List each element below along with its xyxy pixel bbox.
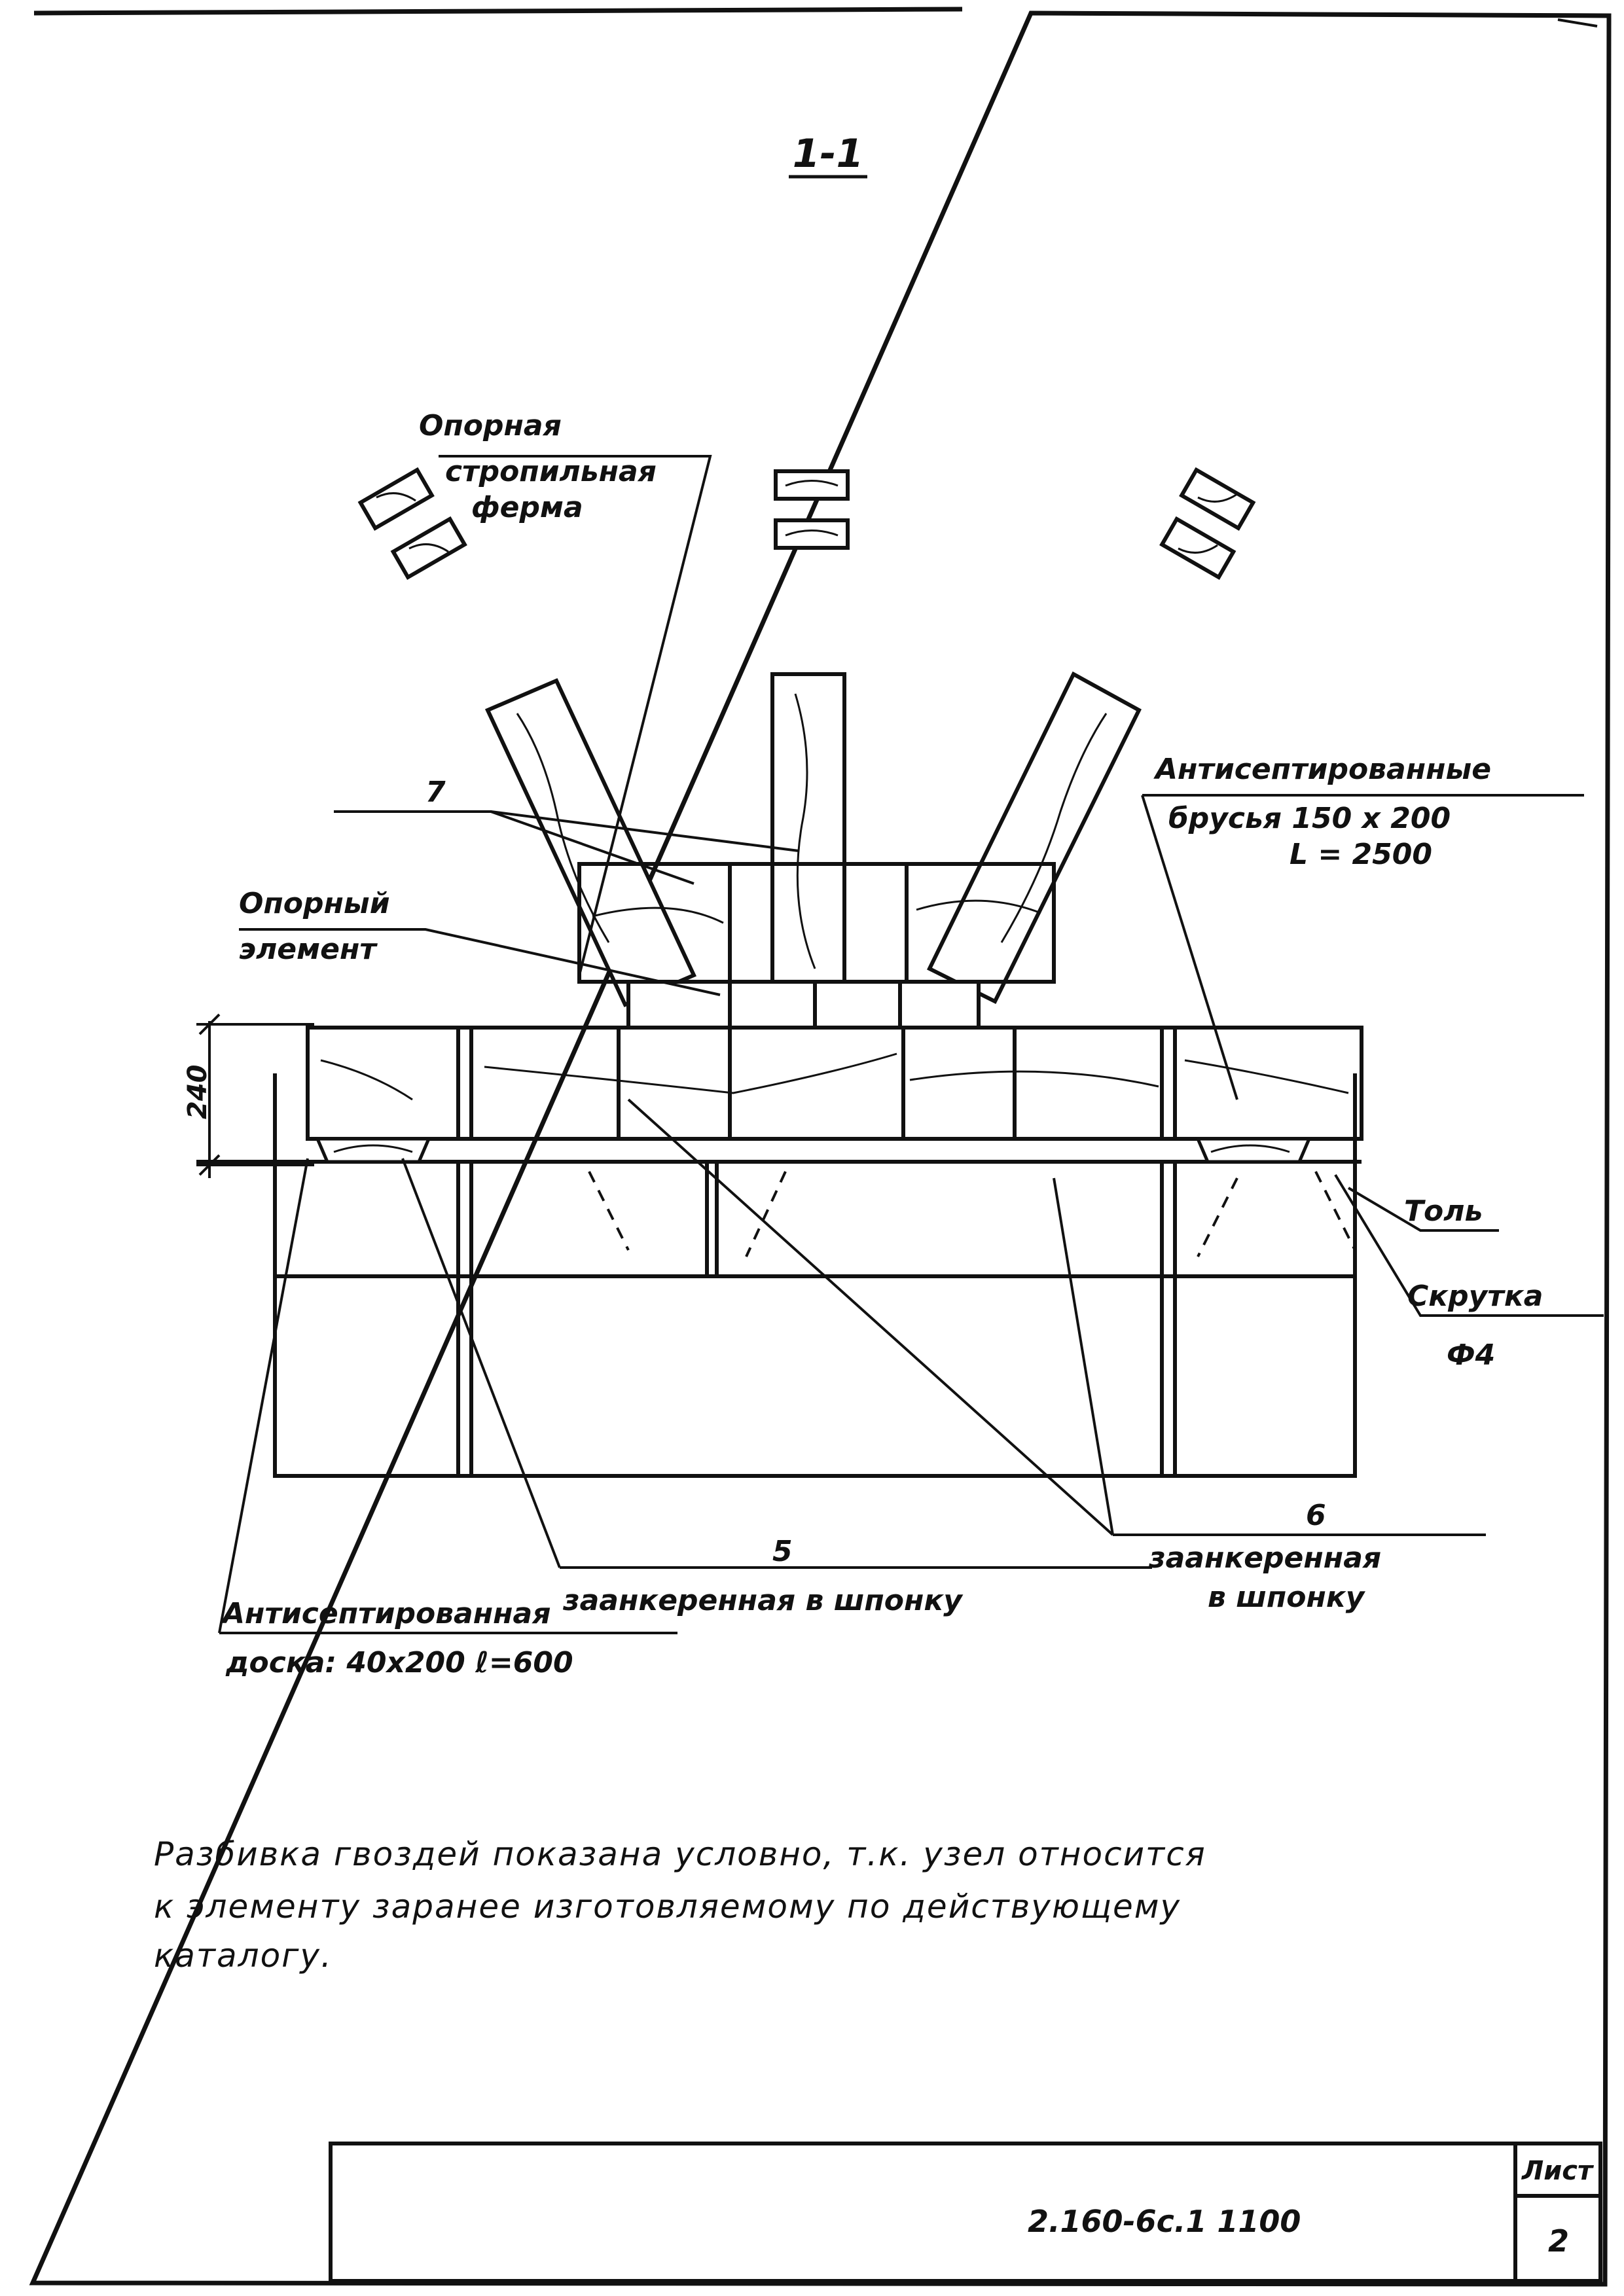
base-structure <box>196 1073 1362 1478</box>
svg-text:L = 2500: L = 2500 <box>1290 838 1432 871</box>
doc-code: 2.160-6с.1 1100 <box>1028 2204 1301 2239</box>
svg-text:доска: 40х200 ℓ=600: доска: 40х200 ℓ=600 <box>225 1646 573 1679</box>
label-antiseptic-beams: Антисептированные брусья 150 х 200 L = 2… <box>1153 753 1491 871</box>
svg-text:заанкеренная: заанкеренная <box>1148 1541 1381 1575</box>
sheet-number: 2 <box>1548 2223 1569 2259</box>
svg-text:1-1: 1-1 <box>793 131 863 177</box>
svg-text:Антисептированная: Антисептированная <box>221 1597 550 1630</box>
svg-text:к элементу заранее изготовляем: к элементу заранее изготовляемому по дей… <box>154 1888 1181 1926</box>
section-title: 1-1 <box>789 131 867 179</box>
svg-text:Антисептированные: Антисептированные <box>1153 753 1491 786</box>
support-element <box>577 862 1056 1030</box>
svg-text:стропильная: стропильная <box>445 455 657 488</box>
label-position-6: 6 заанкеренная в шпонку <box>1148 1499 1381 1614</box>
svg-text:5: 5 <box>772 1535 793 1568</box>
svg-text:заанкеренная в шпонку: заанкеренная в шпонку <box>562 1584 964 1617</box>
svg-text:ферма: ферма <box>471 491 583 524</box>
board-sections <box>315 1137 1312 1164</box>
label-support-element: Опорный элемент <box>239 887 390 966</box>
rafter-sections <box>357 467 1256 581</box>
label-position-7: 7 <box>425 776 446 809</box>
title-block <box>329 2142 1602 2283</box>
svg-text:240: 240 <box>183 1065 213 1120</box>
svg-text:6: 6 <box>1306 1499 1326 1532</box>
truss-members <box>484 671 1142 1007</box>
svg-text:элемент: элемент <box>239 933 378 966</box>
label-twist: Скрутка Ф4 <box>1407 1280 1543 1372</box>
svg-text:в шпонку: в шпонку <box>1208 1581 1366 1614</box>
sheet-label: Лист <box>1521 2156 1595 2186</box>
svg-text:Разбивка гвоздей показана усл: Разбивка гвоздей показана условно, т.к. … <box>154 1835 1206 1873</box>
sheet-frame <box>29 7 1612 2287</box>
leader-lines <box>218 455 1604 1634</box>
svg-text:Опорный: Опорный <box>239 887 390 920</box>
svg-text:Скрутка: Скрутка <box>1407 1280 1543 1313</box>
beam-row <box>306 1026 1363 1141</box>
label-tol: Толь <box>1404 1194 1483 1228</box>
dimension-240 <box>196 1013 314 1178</box>
label-antiseptic-board: Антисептированная доска: 40х200 ℓ=600 <box>221 1597 573 1679</box>
svg-text:Опорная: Опорная <box>419 409 562 442</box>
note: Разбивка гвоздей показана условно, т.к. … <box>154 1835 1206 1975</box>
label-support-truss: Опорная стропильная ферма <box>419 409 657 524</box>
label-position-5: 5 заанкеренная в шпонку <box>562 1535 964 1617</box>
svg-text:брусья 150 х 200: брусья 150 х 200 <box>1168 802 1451 835</box>
svg-text:каталогу.: каталогу. <box>154 1937 333 1975</box>
svg-text:Ф4: Ф4 <box>1447 1338 1495 1372</box>
